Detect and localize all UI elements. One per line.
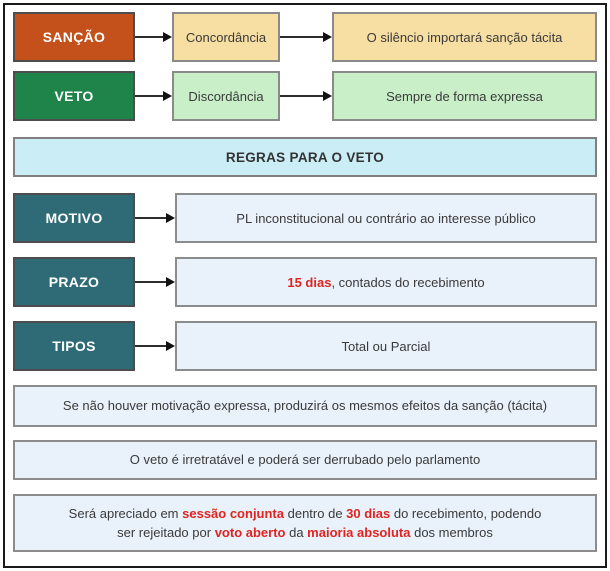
prazo-label: PRAZO	[48, 274, 100, 290]
flow-row-veto: VETO Discordância Sempre de forma expres…	[13, 71, 597, 121]
regras-header-text: REGRAS PARA O VETO	[225, 149, 385, 165]
tipos-label: TIPOS	[52, 338, 96, 354]
arrow-right-icon	[280, 12, 332, 62]
arrow-right-icon	[135, 12, 172, 62]
motivo-value-box: PL inconstitucional ou contrário ao inte…	[175, 193, 597, 243]
discordancia-label: Discordância	[188, 88, 264, 104]
veto-label: VETO	[54, 88, 94, 104]
sancao-label: SANÇÃO	[42, 29, 106, 45]
motivo-label-box: MOTIVO	[13, 193, 135, 243]
rule-row-motivo: MOTIVO PL inconstitucional ou contrário …	[13, 193, 597, 243]
tipos-label-box: TIPOS	[13, 321, 135, 371]
diagram-content: SANÇÃO Concordância O silêncio importará…	[13, 12, 597, 552]
arrow-right-icon	[135, 257, 175, 307]
flow-row-sancao: SANÇÃO Concordância O silêncio importará…	[13, 12, 597, 62]
sancao-tacita-text: O silêncio importará sanção tácita	[366, 29, 563, 45]
prazo-label-box: PRAZO	[13, 257, 135, 307]
note-motivacao-text: Se não houver motivação expressa, produz…	[62, 398, 548, 414]
veto-label-box: VETO	[13, 71, 135, 121]
arrow-right-icon	[135, 71, 172, 121]
discordancia-box: Discordância	[172, 71, 280, 121]
prazo-value-text: 15 dias, contados do recebimento	[287, 274, 485, 290]
arrow-right-icon	[280, 71, 332, 121]
forma-expressa-box: Sempre de forma expressa	[332, 71, 597, 121]
prazo-value-box: 15 dias, contados do recebimento	[175, 257, 597, 307]
sancao-label-box: SANÇÃO	[13, 12, 135, 62]
concordancia-label: Concordância	[185, 29, 267, 45]
note-apreciacao-text: Será apreciado em sessão conjunta dentro…	[68, 505, 542, 541]
forma-expressa-text: Sempre de forma expressa	[386, 88, 543, 104]
regras-header-bar: REGRAS PARA O VETO	[13, 137, 597, 177]
motivo-label: MOTIVO	[45, 210, 103, 226]
rule-row-prazo: PRAZO 15 dias, contados do recebimento	[13, 257, 597, 307]
tipos-value-text: Total ou Parcial	[341, 338, 431, 354]
note-apreciacao: Será apreciado em sessão conjunta dentro…	[13, 494, 597, 552]
arrow-right-icon	[135, 193, 175, 243]
rule-row-tipos: TIPOS Total ou Parcial	[13, 321, 597, 371]
tipos-value-box: Total ou Parcial	[175, 321, 597, 371]
note-motivacao-expressa: Se não houver motivação expressa, produz…	[13, 385, 597, 427]
note-irretratavel-text: O veto é irretratável e poderá ser derru…	[129, 452, 481, 468]
motivo-value-text: PL inconstitucional ou contrário ao inte…	[236, 210, 536, 226]
sancao-tacita-box: O silêncio importará sanção tácita	[332, 12, 597, 62]
arrow-right-icon	[135, 321, 175, 371]
concordancia-box: Concordância	[172, 12, 280, 62]
note-irretratavel: O veto é irretratável e poderá ser derru…	[13, 440, 597, 480]
